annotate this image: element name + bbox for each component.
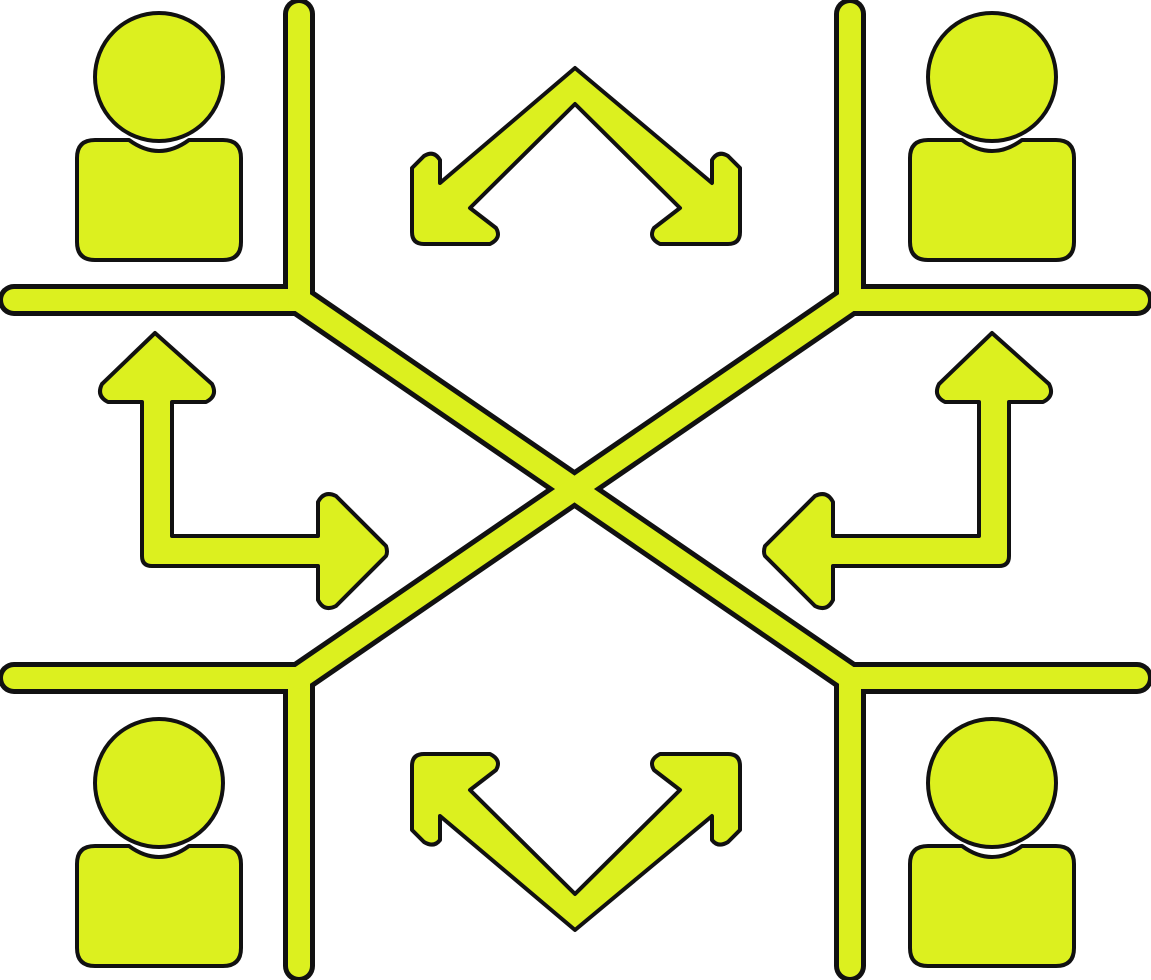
person-icon-top-right	[908, 11, 1076, 262]
person-icon-bottom-left	[75, 717, 243, 968]
double-arrow-top-icon	[410, 66, 742, 246]
person-icon-top-left	[75, 11, 243, 262]
elbow-arrow-right-icon	[762, 331, 1053, 610]
double-arrow-bottom-icon	[410, 752, 742, 932]
person-icon-bottom-right	[908, 717, 1076, 968]
elbow-arrow-left-icon	[98, 331, 389, 610]
